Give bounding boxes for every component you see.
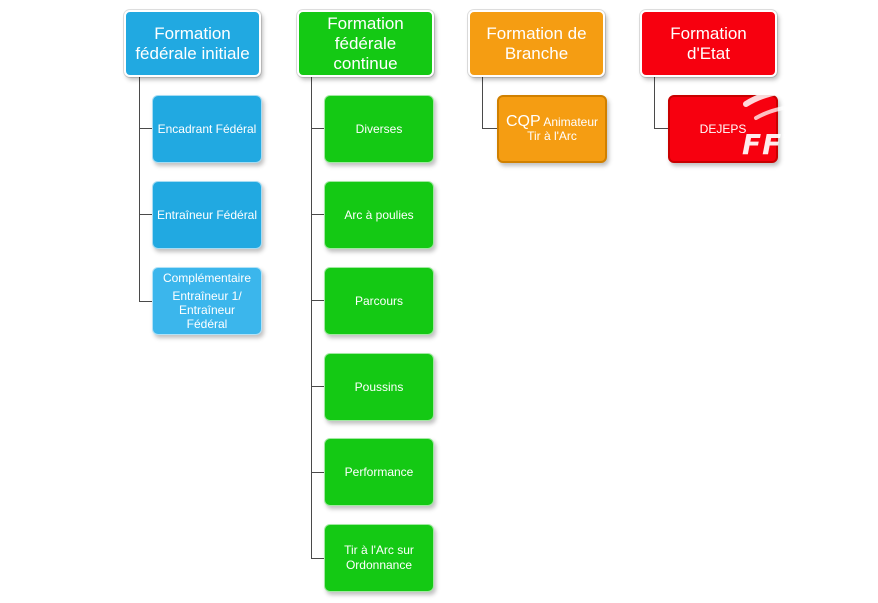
header-title: Formation de Branche bbox=[486, 23, 587, 63]
node-label-animateur: Animateur Tir à l'Arc bbox=[527, 115, 599, 143]
node-complementaire: Complémentaire Entraîneur 1/ Entraîneur … bbox=[152, 267, 262, 335]
connector-trunk-initiale bbox=[139, 77, 140, 302]
connector-branch-cqp bbox=[482, 128, 497, 129]
connector-branch-poussins bbox=[311, 386, 324, 387]
node-label: Arc à poulies bbox=[344, 207, 414, 222]
connector-branch-diverses bbox=[311, 128, 324, 129]
node-label: Tir à l'Arc sur Ordonnance bbox=[344, 543, 414, 572]
node-poussins: Poussins bbox=[324, 353, 434, 421]
node-label: Poussins bbox=[354, 379, 404, 394]
connector-branch-dejeps bbox=[654, 128, 668, 129]
connector-branch-encadrant bbox=[139, 128, 152, 129]
node-label: Performance bbox=[344, 464, 414, 479]
node-label: DEJEPS bbox=[699, 121, 747, 136]
header-title: Formation fédérale initiale bbox=[135, 23, 250, 63]
node-tir-arc-ordonnance: Tir à l'Arc sur Ordonnance bbox=[324, 524, 434, 592]
node-arc-a-poulies: Arc à poulies bbox=[324, 181, 434, 249]
node-label-cqp: CQP bbox=[505, 113, 541, 130]
connector-trunk-continue bbox=[311, 77, 312, 559]
header-formation-de-branche: Formation de Branche bbox=[467, 9, 606, 78]
ffta-archer-logo-icon bbox=[743, 28, 843, 161]
header-title: Formation fédérale continue bbox=[327, 13, 404, 73]
connector-trunk-etat bbox=[654, 77, 655, 129]
connector-trunk-branche bbox=[482, 77, 483, 129]
connector-branch-performance bbox=[311, 472, 324, 473]
node-label-line2: Entraîneur 1/ Entraîneur Fédéral bbox=[172, 289, 242, 331]
connector-branch-parcours bbox=[311, 300, 324, 301]
ffta-logo-text: FFTA bbox=[742, 128, 823, 161]
node-diverses: Diverses bbox=[324, 95, 434, 163]
node-label: Encadrant Fédéral bbox=[157, 121, 257, 136]
node-label-line1: Complémentaire bbox=[162, 271, 252, 285]
node-entraineur-federal: Entraîneur Fédéral bbox=[152, 181, 262, 249]
connector-branch-arc-poulies bbox=[311, 214, 324, 215]
header-formation-federale-continue: Formation fédérale continue bbox=[296, 9, 435, 78]
header-formation-federale-initiale: Formation fédérale initiale bbox=[123, 9, 262, 78]
node-cqp-animateur: CQP Animateur Tir à l'Arc bbox=[497, 95, 607, 163]
node-label: Parcours bbox=[354, 293, 404, 308]
node-label: Entraîneur Fédéral bbox=[156, 207, 258, 222]
node-performance: Performance bbox=[324, 438, 434, 506]
connector-branch-ordonnance bbox=[311, 558, 324, 559]
connector-branch-complementaire bbox=[139, 301, 152, 302]
header-formation-d-etat: Formation d'Etat bbox=[639, 9, 778, 78]
header-title: Formation d'Etat bbox=[670, 23, 747, 63]
node-encadrant-federal: Encadrant Fédéral bbox=[152, 95, 262, 163]
node-dejeps: DEJEPS bbox=[668, 95, 778, 163]
node-parcours: Parcours bbox=[324, 267, 434, 335]
node-label: Diverses bbox=[355, 121, 403, 136]
connector-branch-entraineur bbox=[139, 214, 152, 215]
